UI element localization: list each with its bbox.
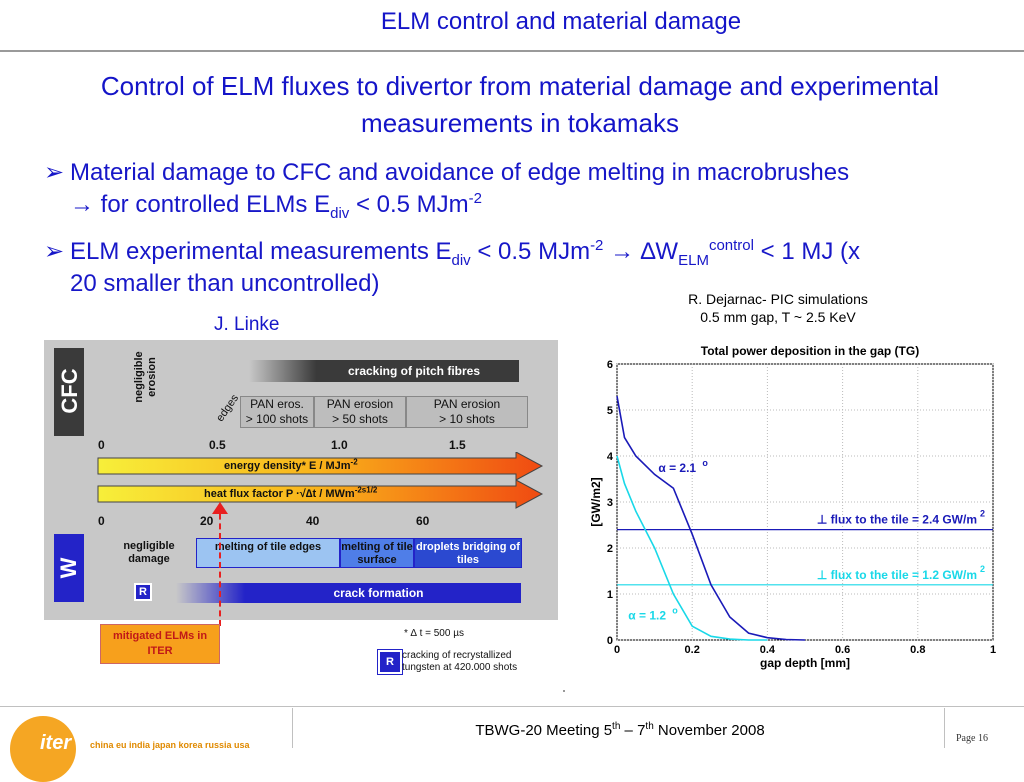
top-axis-tick: 1.0	[331, 438, 348, 452]
bullet-material-damage: ➢ Material damage to CFC and avoidance o…	[44, 157, 1019, 221]
series-line	[616, 455, 768, 641]
bottom-axis-tick: 60	[416, 514, 430, 528]
x-tick-label: 0	[614, 644, 620, 656]
flux-reference-label-sup: 2	[980, 509, 985, 519]
header-title: ELM control and material damage	[380, 8, 742, 35]
bullet-2-line-1: ELM experimental measurements Ediv < 0.5…	[70, 237, 860, 269]
melting-tile-edges-cell: melting of tile edges	[196, 538, 340, 568]
series-layer	[616, 396, 806, 641]
energy-density-label: energy density* E / MJm-2	[224, 457, 358, 472]
negligible-erosion-label: negligible erosion	[133, 351, 158, 403]
y-tick-label: 2	[607, 543, 613, 555]
y-tick-label: 6	[607, 359, 613, 371]
pan-erosion-cell-2: PAN erosion> 50 shots	[314, 396, 406, 428]
series-annotation-sup: o	[702, 458, 708, 468]
page-number: Page 16	[956, 733, 988, 744]
crack-formation-bar: crack formation	[176, 583, 521, 603]
y-tick-label: 3	[607, 497, 613, 509]
iter-logo-wordmark: iter	[40, 732, 72, 754]
bullet-1-line-2: → for controlled ELMs Ediv < 0.5 MJm-2	[70, 190, 483, 222]
slide-subtitle: Control of ELM fluxes to divertor from m…	[100, 71, 940, 138]
r-crack-badge: R	[134, 583, 152, 601]
negligible-damage-label: negligible damage	[123, 540, 175, 565]
material-damage-figure: CFC negligible erosion cracking of pitch…	[44, 340, 558, 626]
footer-separator	[944, 708, 945, 748]
footer-divider	[0, 706, 1024, 707]
bullet-marker-icon: ➢	[44, 238, 65, 265]
flux-reference-label-sup: 2	[980, 564, 985, 574]
iter-logo: iter	[0, 706, 292, 782]
power-deposition-chart: Total power deposition in the gap (TG) 0…	[589, 344, 996, 670]
footer-separator	[292, 708, 293, 748]
ticks-layer: 0 0.2 0.4 0.6 0.8 1 0 1 2 3 4 5 6	[607, 359, 996, 656]
series-line	[616, 396, 806, 641]
x-tick-label: 0.2	[685, 644, 700, 656]
y-tick-label: 0	[607, 635, 613, 647]
energy-arrows	[97, 452, 544, 509]
y-axis-label: [GW/m2]	[589, 477, 603, 526]
iter-limit-dashed-line	[219, 504, 221, 626]
header-divider	[0, 50, 1024, 52]
bullet-1-line-1: Material damage to CFC and avoidance of …	[70, 159, 850, 186]
bullet-elm-measurements: ➢ ELM experimental measurements Ediv < 0…	[44, 236, 1019, 300]
delta-t-footnote: * ∆ t = 500 µs	[404, 628, 464, 639]
flux-reference-label: ⊥ flux to the tile = 2.4 GW/m	[817, 513, 977, 527]
cfc-label-box: CFC	[54, 348, 84, 436]
top-axis-tick: 0.5	[209, 438, 226, 452]
arrow-icon: →	[603, 238, 641, 265]
series-annotation: α = 2.1	[658, 461, 696, 475]
flux-reference-label: ⊥ flux to the tile = 1.2 GW/m	[817, 568, 977, 582]
grid-layer	[616, 363, 994, 641]
cfc-label: CFC	[57, 368, 82, 414]
bullet-marker-icon: ➢	[44, 159, 65, 186]
mitigated-elms-box: mitigated ELMs in ITER	[100, 624, 220, 664]
small-dot	[563, 690, 565, 692]
arrow-icon: →	[70, 191, 94, 218]
x-tick-label: 1	[990, 644, 996, 656]
pan-erosion-cell-1: PAN eros.> 100 shots	[240, 396, 314, 428]
w-label: W	[56, 557, 81, 579]
annotation-layer: α = 2.1 o α = 1.2 o	[628, 458, 708, 622]
energy-density-arrow	[97, 452, 544, 481]
w-label-box: W	[54, 534, 84, 602]
legend-r-badge: R	[377, 649, 403, 675]
x-tick-label: 0.6	[835, 644, 850, 656]
top-axis-tick: 1.5	[449, 438, 466, 452]
y-tick-label: 1	[607, 589, 613, 601]
series-annotation-sup: o	[672, 605, 678, 615]
series-annotation: α = 1.2	[628, 608, 666, 622]
chart-title: Total power deposition in the gap (TG)	[701, 344, 919, 358]
droplets-cell: droplets bridging of tiles	[414, 538, 522, 568]
x-tick-label: 0.8	[910, 644, 925, 656]
iter-members-text: china eu india japan korea russia usa	[90, 740, 250, 750]
top-axis-tick: 0	[98, 438, 105, 452]
bottom-axis-tick: 40	[306, 514, 320, 528]
simulation-note-line-2: 0.5 mm gap, T ~ 2.5 KeV	[700, 309, 856, 325]
y-tick-label: 5	[607, 405, 613, 417]
y-tick-label: 4	[607, 451, 614, 463]
legend-recrystallized-text: cracking of recrystallized tungsten at 4…	[402, 650, 518, 673]
simulation-note-line-1: R. Dejarnac- PIC simulations	[688, 291, 868, 307]
simulation-note: R. Dejarnac- PIC simulations 0.5 mm gap,…	[640, 290, 916, 326]
x-tick-label: 0.4	[760, 644, 776, 656]
figure-author: J. Linke	[214, 314, 280, 335]
bottom-axis-tick: 20	[200, 514, 214, 528]
bottom-axis-tick: 0	[98, 514, 105, 528]
heat-flux-arrow	[97, 479, 544, 509]
plot-frame	[616, 363, 994, 641]
footer-meeting: TBWG-20 Meeting 5th – 7th November 2008	[475, 721, 765, 740]
cracking-pitch-fibres-bar: cracking of pitch fibres	[249, 360, 519, 382]
heat-flux-label: heat flux factor P ·√∆t / MWm-2s1/2	[204, 485, 378, 500]
iter-limit-arrowhead-icon	[212, 502, 228, 514]
melting-tile-surface-cell: melting of tile surface	[340, 538, 414, 568]
bullet-2-line-2: 20 smaller than uncontrolled)	[70, 270, 380, 297]
x-axis-label: gap depth [mm]	[760, 656, 850, 670]
pan-erosion-cell-3: PAN erosion> 10 shots	[406, 396, 528, 428]
